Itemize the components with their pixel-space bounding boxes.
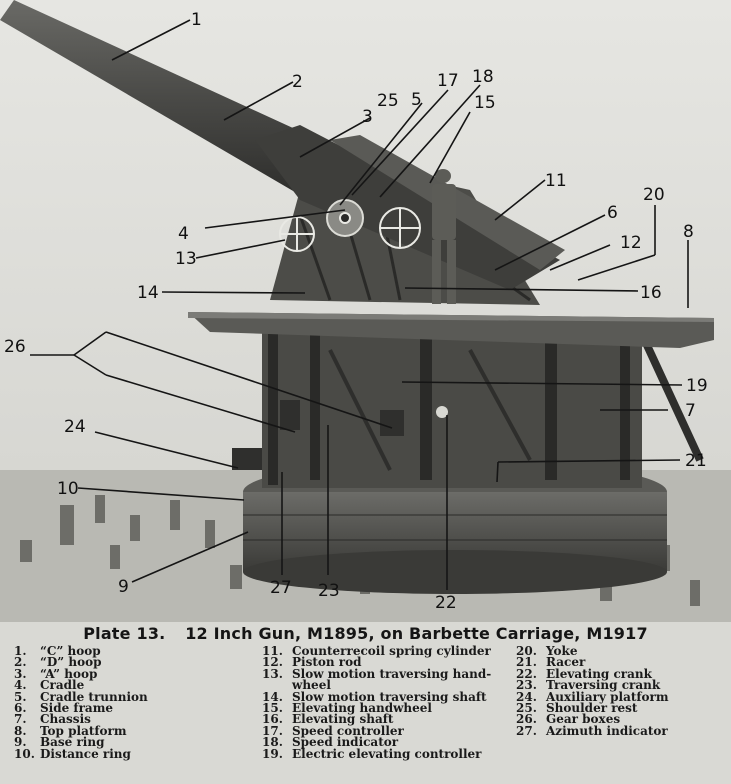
legend-entry: 14.Slow motion traversing shaft bbox=[262, 689, 487, 704]
legend-entry: 15.Elevating handwheel bbox=[262, 701, 432, 716]
legend-entry: 21.Racer bbox=[516, 655, 586, 670]
legend-entry: 6.Side frame bbox=[14, 701, 114, 716]
legend-entry: 2.“D” hoop bbox=[14, 655, 102, 670]
legend-entry: 9.Base ring bbox=[14, 735, 105, 750]
legend-entry: 25.Shoulder rest bbox=[516, 701, 638, 716]
callout-20: 20 bbox=[643, 185, 665, 205]
legend-entry: 11.Counterrecoil spring cylinder bbox=[262, 644, 491, 658]
callout-15: 15 bbox=[474, 93, 496, 113]
top-platform bbox=[188, 312, 714, 348]
legend-entry: 24.Auxiliary platform bbox=[516, 689, 669, 704]
callout-4: 4 bbox=[178, 224, 189, 244]
legend-entry: 19.Electric elevating controller bbox=[262, 746, 482, 761]
legend-entry: 16.Elevating shaft bbox=[262, 712, 394, 727]
callout-12: 12 bbox=[620, 233, 642, 253]
legend-entry: 27.Azimuth indicator bbox=[516, 723, 668, 738]
callout-22: 22 bbox=[435, 593, 457, 613]
callout-21: 21 bbox=[685, 451, 707, 471]
callout-25: 25 bbox=[377, 91, 399, 111]
legend-entry: 5.Cradle trunnion bbox=[14, 689, 148, 704]
machinery bbox=[232, 400, 448, 470]
callout-11: 11 bbox=[545, 171, 567, 191]
handwheels bbox=[279, 199, 421, 252]
callout-5: 5 bbox=[411, 90, 422, 110]
legend-column-3: 20.Yoke 21.Racer 22.Elevating crank 23.T… bbox=[516, 644, 726, 738]
callout-23: 23 bbox=[318, 581, 340, 601]
legend-entry: 1.“C” hoop bbox=[14, 644, 101, 658]
legend-column-2: 11.Counterrecoil spring cylinder 12.Pist… bbox=[262, 644, 502, 761]
chassis bbox=[262, 320, 704, 488]
legend-entry: 23.Traversing crank bbox=[516, 678, 661, 693]
plate-title: 12 Inch Gun, M1895, on Barbette Carriage… bbox=[185, 624, 648, 643]
legend-entry: 7.Chassis bbox=[14, 712, 91, 727]
callout-27: 27 bbox=[270, 578, 292, 598]
legend-entry: 10.Distance ring bbox=[14, 746, 131, 761]
legend-entry: 12.Piston rod bbox=[262, 655, 362, 670]
callout-17: 17 bbox=[437, 71, 459, 91]
figure-caption: Plate 13. 12 Inch Gun, M1895, on Barbett… bbox=[0, 624, 731, 643]
callout-labels: 1 2 3 4 5 6 7 8 9 10 11 12 13 14 15 16 1… bbox=[4, 10, 708, 613]
leader-lines bbox=[30, 19, 689, 590]
callout-7: 7 bbox=[685, 401, 696, 421]
callout-9: 9 bbox=[118, 577, 129, 597]
legend-entry: 17.Speed controller bbox=[262, 723, 404, 738]
callout-8: 8 bbox=[683, 222, 694, 242]
legend-entry: 20.Yoke bbox=[516, 644, 578, 658]
parts-legend: 1.“C” hoop 2.“D” hoop 3.“A” hoop 4.Cradl… bbox=[0, 644, 731, 784]
plate-number: Plate 13. bbox=[83, 624, 166, 643]
callout-26: 26 bbox=[4, 337, 26, 357]
callout-14: 14 bbox=[137, 283, 159, 303]
legend-entry: 22.Elevating crank bbox=[516, 666, 652, 681]
legend-entry: 4.Cradle bbox=[14, 678, 85, 693]
legend-entry: 13.Slow motion traversing hand-wheel bbox=[262, 666, 492, 693]
callout-1: 1 bbox=[191, 10, 202, 30]
legend-entry: 18.Speed indicator bbox=[262, 735, 399, 750]
legend-column-1: 1.“C” hoop 2.“D” hoop 3.“A” hoop 4.Cradl… bbox=[14, 644, 234, 761]
legend-entry: 3.“A” hoop bbox=[14, 666, 98, 681]
callout-24: 24 bbox=[64, 417, 86, 437]
plate-photograph: 1 2 3 4 5 6 7 8 9 10 11 12 13 14 15 16 1… bbox=[0, 0, 731, 622]
callout-16: 16 bbox=[640, 283, 662, 303]
callout-2: 2 bbox=[292, 72, 303, 92]
callout-10: 10 bbox=[57, 479, 79, 499]
callout-13: 13 bbox=[175, 249, 197, 269]
legend-entry: 26.Gear boxes bbox=[516, 712, 621, 727]
callout-6: 6 bbox=[607, 203, 618, 223]
legend-entry: 8.Top platform bbox=[14, 723, 127, 738]
callout-18: 18 bbox=[472, 67, 494, 87]
soldier-figure bbox=[432, 169, 456, 304]
callout-3: 3 bbox=[362, 107, 373, 127]
callout-19: 19 bbox=[686, 376, 708, 396]
